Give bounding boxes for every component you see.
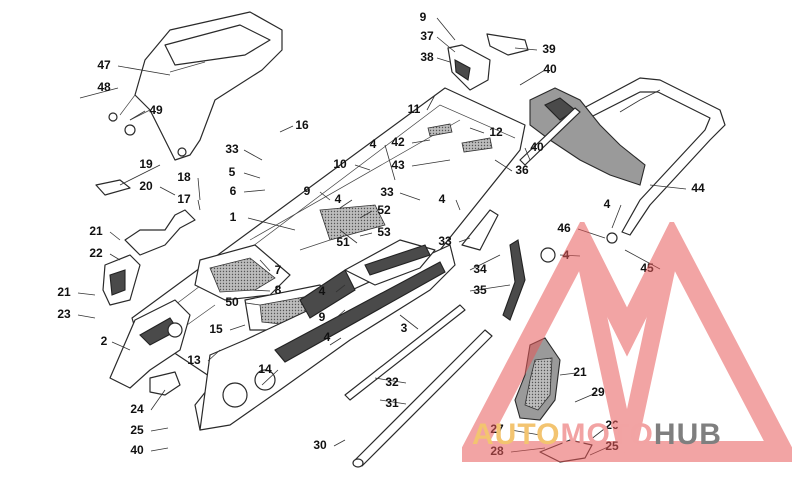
callout-14: 14 <box>258 362 272 376</box>
callout-11: 11 <box>408 102 421 116</box>
callout-4: 4 <box>439 192 446 206</box>
callout-31: 31 <box>385 396 399 410</box>
callout-13: 13 <box>187 353 201 367</box>
callout-30: 30 <box>313 438 327 452</box>
callout-32: 32 <box>385 375 399 389</box>
callout-21: 21 <box>57 285 71 299</box>
callout-10: 10 <box>333 157 347 171</box>
callout-43: 43 <box>391 158 405 172</box>
callout-17: 17 <box>177 192 191 206</box>
callout-38: 38 <box>420 50 434 64</box>
callout-9: 9 <box>319 310 326 324</box>
watermark-brand-auto: AUTO <box>472 418 561 451</box>
callout-53: 53 <box>377 225 391 239</box>
seat-bracket-part <box>447 33 529 91</box>
watermark-brand-hub: HUB <box>653 418 722 451</box>
callout-3: 3 <box>401 321 408 335</box>
callout-4: 4 <box>370 137 377 151</box>
callout-50: 50 <box>225 295 239 309</box>
callout-12: 12 <box>489 125 503 139</box>
callout-49: 49 <box>149 103 163 117</box>
callout-47: 47 <box>97 58 111 72</box>
callout-40: 40 <box>543 62 557 76</box>
callout-2: 2 <box>101 334 108 348</box>
callout-35: 35 <box>473 283 487 297</box>
callout-1: 1 <box>230 210 237 224</box>
callout-4: 4 <box>335 192 342 206</box>
callout-4: 4 <box>319 284 326 298</box>
rear-bumper-part <box>579 77 726 244</box>
callout-21: 21 <box>89 224 103 238</box>
callout-21: 21 <box>573 365 587 379</box>
callout-16: 16 <box>295 118 309 132</box>
callout-36: 36 <box>515 163 529 177</box>
callout-6: 6 <box>230 184 237 198</box>
leader-lines <box>77 17 687 456</box>
tube-part <box>344 304 493 468</box>
callout-25: 25 <box>130 423 144 437</box>
callout-33: 33 <box>438 234 452 248</box>
callout-40: 40 <box>130 443 144 457</box>
callout-4: 4 <box>324 330 331 344</box>
callout-4: 4 <box>604 197 611 211</box>
callout-15: 15 <box>209 322 223 336</box>
callout-20: 20 <box>139 179 153 193</box>
callout-44: 44 <box>691 181 705 195</box>
callout-51: 51 <box>336 235 350 249</box>
callout-22: 22 <box>89 246 103 260</box>
callout-29: 29 <box>591 385 605 399</box>
callout-5: 5 <box>229 165 236 179</box>
callout-37: 37 <box>420 29 434 43</box>
snow-flap-part <box>519 87 646 186</box>
callout-33: 33 <box>225 142 239 156</box>
callout-24: 24 <box>130 402 144 416</box>
callout-42: 42 <box>391 135 405 149</box>
callout-9: 9 <box>304 184 311 198</box>
watermark-text: AUTOMOTOHUB <box>472 418 722 452</box>
seat-part <box>108 11 283 161</box>
callout-33: 33 <box>380 185 394 199</box>
watermark-logo <box>462 222 792 462</box>
watermark-brand-moto: MOTO <box>560 418 654 451</box>
callout-23: 23 <box>57 307 71 321</box>
callout-19: 19 <box>139 157 153 171</box>
callout-48: 48 <box>97 80 111 94</box>
side-bracket-part <box>461 209 556 321</box>
callout-9: 9 <box>420 10 427 24</box>
callout-34: 34 <box>473 262 487 276</box>
callout-18: 18 <box>177 170 191 184</box>
callout-39: 39 <box>542 42 556 56</box>
callout-46: 46 <box>557 221 571 235</box>
callout-52: 52 <box>377 203 391 217</box>
callout-40: 40 <box>530 140 544 154</box>
callout-8: 8 <box>275 283 282 297</box>
front-bracket-part <box>95 179 196 396</box>
callout-7: 7 <box>275 263 282 277</box>
